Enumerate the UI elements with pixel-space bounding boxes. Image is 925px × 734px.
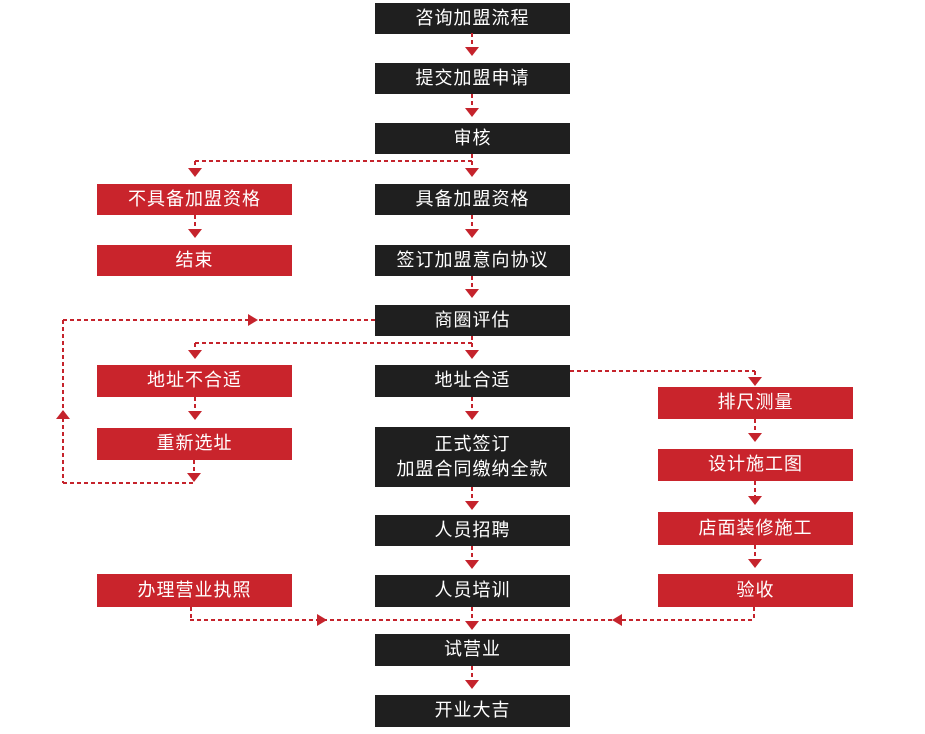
node-reselect-site: 重新选址 [97, 428, 292, 460]
flow-arrow-down [465, 411, 479, 420]
node-grand-opening: 开业大吉 [375, 695, 570, 727]
flow-arrow-right [317, 614, 327, 626]
flow-arrow-down [465, 108, 479, 117]
flow-line [471, 161, 473, 168]
flow-line [570, 370, 755, 372]
flow-arrow-down [188, 411, 202, 420]
flow-line [471, 397, 473, 411]
node-acceptance-check: 验收 [658, 574, 853, 607]
flow-line [195, 160, 472, 162]
node-trial-operation: 试营业 [375, 634, 570, 666]
flow-arrow-up [56, 410, 70, 419]
flow-line [471, 607, 473, 620]
flow-arrow-down [465, 168, 479, 177]
flow-line [63, 482, 194, 484]
flow-line [193, 460, 195, 473]
flow-line [754, 481, 756, 496]
node-address-suitable: 地址合适 [375, 365, 570, 397]
node-design-drawings: 设计施工图 [658, 449, 853, 481]
flow-line [63, 319, 375, 321]
node-staff-training: 人员培训 [375, 575, 570, 607]
node-qualified: 具备加盟资格 [375, 184, 570, 215]
node-not-qualified: 不具备加盟资格 [97, 184, 292, 215]
node-formal-contract-payment: 正式签订 加盟合同缴纳全款 [375, 427, 570, 487]
flow-line [194, 161, 196, 168]
flow-line [471, 276, 473, 289]
node-business-license: 办理营业执照 [97, 574, 292, 607]
node-review: 审核 [375, 123, 570, 154]
flow-line [754, 371, 756, 377]
flow-line [194, 397, 196, 411]
flow-line [471, 546, 473, 560]
flow-arrow-down [187, 473, 201, 482]
flow-line [62, 320, 64, 483]
flow-arrow-down [748, 559, 762, 568]
flow-arrow-down [465, 47, 479, 56]
flow-line [194, 343, 196, 350]
node-site-measurement: 排尺测量 [658, 387, 853, 419]
flow-arrow-down [465, 560, 479, 569]
flow-arrow-down [465, 229, 479, 238]
flow-arrow-down [465, 501, 479, 510]
flow-line [754, 419, 756, 433]
flow-arrow-down [465, 289, 479, 298]
flow-arrow-left [612, 614, 622, 626]
flow-line [190, 607, 192, 620]
flow-arrow-down [748, 496, 762, 505]
flow-line [194, 215, 196, 229]
flow-line [471, 94, 473, 108]
flow-arrow-down [188, 350, 202, 359]
flow-arrow-right [248, 314, 258, 326]
flow-line [195, 342, 472, 344]
node-recruitment: 人员招聘 [375, 515, 570, 546]
node-address-unsuitable: 地址不合适 [97, 365, 292, 397]
node-end: 结束 [97, 245, 292, 276]
flow-arrow-down [465, 680, 479, 689]
flow-arrow-down [748, 433, 762, 442]
flow-arrow-down [748, 377, 762, 386]
flow-arrow-down [188, 229, 202, 238]
flow-line [471, 666, 473, 680]
node-store-renovation: 店面装修施工 [658, 512, 853, 545]
flow-line [471, 487, 473, 501]
flow-line [471, 343, 473, 350]
node-submit-application: 提交加盟申请 [375, 63, 570, 94]
flow-arrow-down [465, 350, 479, 359]
flow-arrow-down [188, 168, 202, 177]
node-consult-flow: 咨询加盟流程 [375, 3, 570, 34]
flow-line [471, 154, 473, 161]
flow-line [471, 215, 473, 229]
flow-line [471, 336, 473, 343]
flow-line [754, 545, 756, 559]
flow-line [471, 33, 473, 47]
flow-line [753, 607, 755, 620]
node-sign-intent-agreement: 签订加盟意向协议 [375, 245, 570, 276]
flow-arrow-down [465, 621, 479, 630]
node-business-district-evaluation: 商圈评估 [375, 305, 570, 336]
